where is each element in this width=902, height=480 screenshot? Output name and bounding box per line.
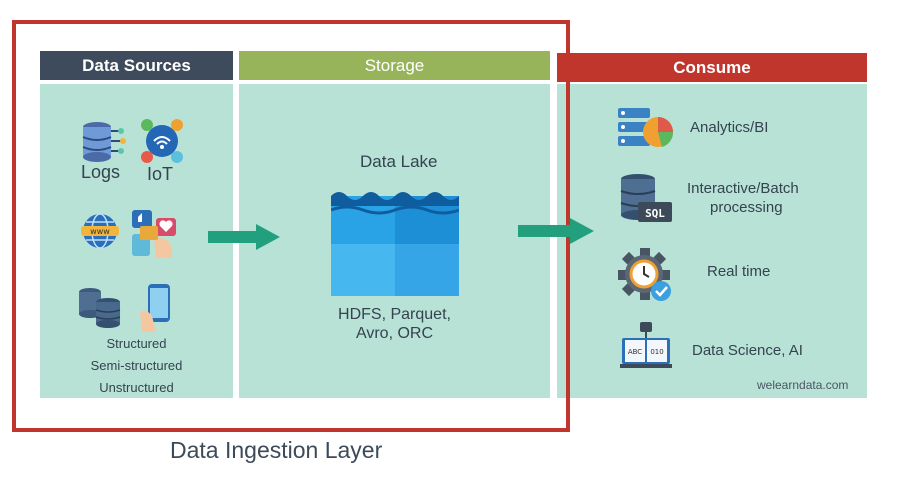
consume-item-processing: processing [710,199,783,216]
ingestion-label: Data Ingestion Layer [170,437,383,463]
svg-text:ABC: ABC [628,348,642,356]
consume-panel [557,84,867,398]
consume-item-data-science: Data Science, AI [692,342,803,359]
consume-item-analytics: Analytics/BI [690,119,769,136]
svg-text:010: 010 [650,348,663,356]
analytics-icon [618,108,674,147]
consume-header: Consume [557,53,867,82]
arrow-to-consume [518,218,594,244]
realtime-gear-icon [618,248,671,301]
social-media-icon [132,210,176,258]
data-lake-title: Data Lake [360,152,438,171]
iot-icon [141,119,183,163]
smartphone-icon [140,284,170,332]
iot-label: IoT [147,164,174,184]
svg-text:www: www [90,227,110,236]
formats-line2: Avro, ORC [355,325,434,342]
svg-text:SQL: SQL [645,207,665,220]
logs-label: Logs [81,162,121,182]
structured-label: Structured [106,336,167,351]
database-icon [82,122,126,162]
storage-header: Storage [239,51,550,80]
unstructured-label: Unstructured [99,380,174,395]
formats-line1: HDFS, Parquet, [338,306,451,323]
watermark: welearndata.com [757,378,849,392]
arrow-to-storage [208,224,280,250]
sql-db-icon: SQL [620,174,672,222]
lake-icon [331,192,459,296]
sources-header: Data Sources [40,51,233,80]
semi-structured-label: Semi-structured [90,358,183,373]
consume-item-interactive: Interactive/Batch [687,180,799,197]
data-science-icon: ABC 010 [620,322,672,368]
consume-item-realtime: Real time [707,263,771,280]
db-cluster-icon [79,288,121,328]
web-icon: www [81,213,119,249]
